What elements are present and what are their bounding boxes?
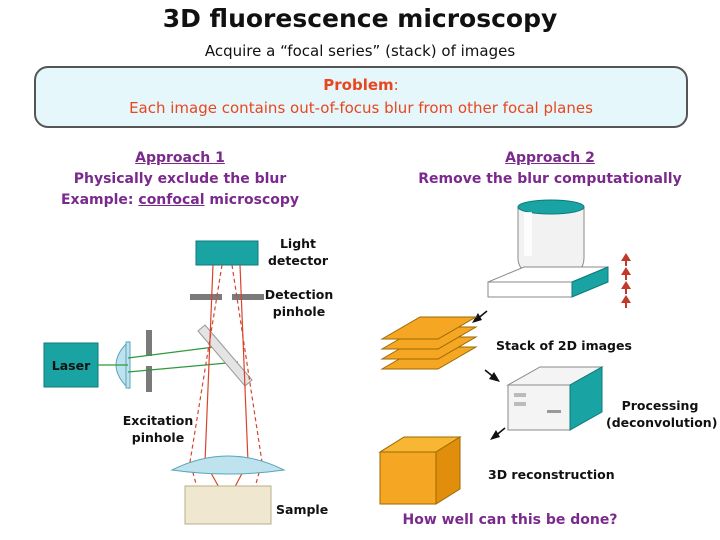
computer-slot-2 [514, 402, 526, 406]
excitation-pinhole-label-2: pinhole [131, 430, 185, 445]
detection-pinhole-label: Detection pinhole [262, 286, 336, 320]
approach1-line2: Example: confocal microscopy [40, 192, 320, 208]
problem-heading: Problem: [34, 76, 688, 94]
blur-ray-left [189, 264, 223, 521]
approach2-line1: Remove the blur computationally [418, 171, 682, 187]
detection-pinhole-right-plate [232, 294, 264, 300]
light-detector-label-1: Light [279, 236, 317, 251]
computer-slot-1 [514, 393, 526, 397]
light-detector-box [195, 240, 259, 266]
processing-label: Processing (deconvolution) [606, 397, 718, 431]
sample-label: Sample [276, 502, 329, 517]
stage-front [487, 281, 573, 298]
sample-block [184, 485, 272, 525]
computer-side [569, 366, 603, 431]
computer-indicator [547, 410, 561, 413]
page-subtitle: Acquire a “focal series” (stack) of imag… [204, 42, 516, 60]
detection-pinhole-label-1: Detection [264, 287, 334, 302]
objective-lens [170, 455, 286, 475]
blur-ray-right [231, 264, 263, 521]
computer-front [507, 384, 571, 431]
cube-front [379, 451, 437, 505]
stage-side [571, 266, 609, 298]
problem-text: Each image contains out-of-focus blur fr… [129, 99, 593, 117]
approach1-line2-prefix: Example: [60, 192, 139, 208]
processing-label-1: Processing [621, 398, 699, 413]
excitation-beam-lower [127, 361, 239, 373]
page-title: 3D fluorescence microscopy [162, 4, 558, 33]
approach1-heading-text: Approach 1 [135, 150, 225, 166]
dichroic-mirror [197, 324, 253, 387]
excitation-pinhole-top-plate [146, 330, 152, 356]
focus-step-arrows-icon [621, 253, 631, 308]
confocal-link[interactable]: confocal [138, 192, 205, 208]
approach2-heading-text: Approach 2 [505, 150, 595, 166]
light-detector-label-2: detector [267, 253, 329, 268]
cube-side [435, 436, 461, 505]
approach1-heading: Approach 1 [80, 150, 280, 166]
arrow-2-head [489, 372, 500, 382]
objective-top [517, 199, 585, 215]
excitation-pinhole-label: Excitation pinhole [118, 412, 198, 446]
objective-highlight [524, 212, 532, 256]
problem-title-text: Problem [323, 76, 394, 94]
problem-box [34, 66, 688, 128]
image-stack [380, 316, 478, 370]
approach2-heading: Approach 2 [450, 150, 650, 166]
excitation-beam-upper [127, 345, 223, 359]
stack-label: Stack of 2D images [496, 338, 632, 353]
approach1-line2-suffix: microscopy [204, 192, 300, 208]
excitation-pinhole-label-1: Excitation [122, 413, 194, 428]
question-text: How well can this be done? [402, 512, 618, 528]
excitation-pinhole-bottom-plate [146, 366, 152, 392]
processing-label-2: (deconvolution) [606, 415, 718, 430]
arrow-1-head [472, 313, 482, 323]
reconstruction-label: 3D reconstruction [488, 467, 615, 482]
approach1-line1: Physically exclude the blur [73, 171, 287, 187]
arrow-3-head [490, 430, 500, 440]
detection-pinhole-label-2: pinhole [272, 304, 326, 319]
detection-pinhole-left-plate [190, 294, 222, 300]
light-detector-label: Light detector [262, 235, 334, 269]
laser-label: Laser [51, 358, 91, 373]
problem-colon: : [393, 76, 399, 94]
